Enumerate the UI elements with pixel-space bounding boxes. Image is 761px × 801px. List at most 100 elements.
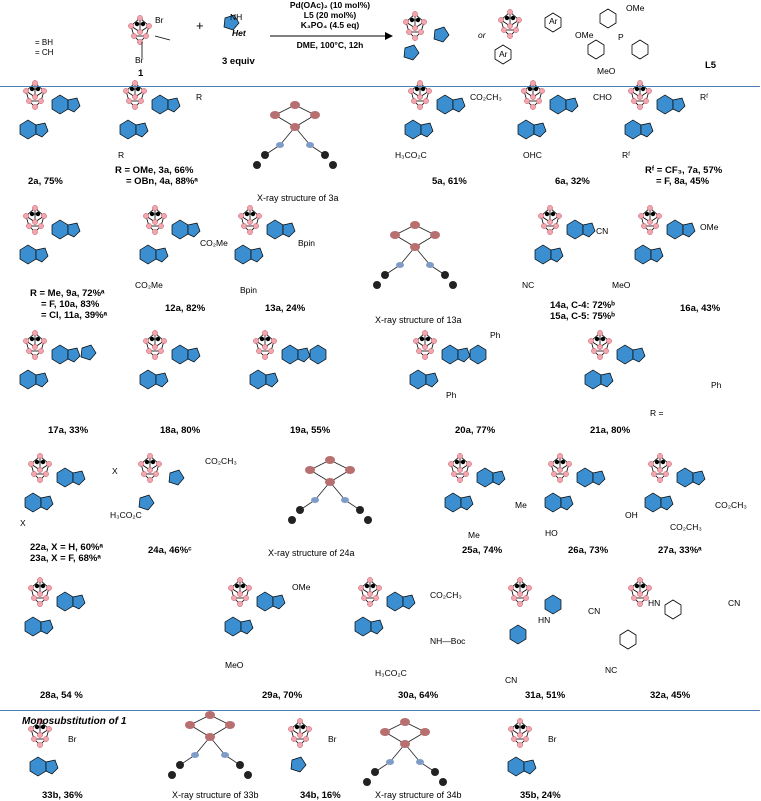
sub-27a: CO₂CH₃ <box>715 500 747 510</box>
xray-34b-caption: X-ray structure of 34b <box>375 790 462 800</box>
ligand-p: P <box>618 32 624 42</box>
compound-26a: 26a, 73% <box>568 545 609 556</box>
sub-16a-2: MeO <box>612 280 631 290</box>
compound-19a: 19a, 55% <box>290 425 331 436</box>
compound-3a: R = OMe, 3a, 66% <box>115 165 194 176</box>
compound-17a: 17a, 33% <box>48 425 89 436</box>
sub-6a: CHO <box>593 92 612 102</box>
sub-25a: Me <box>515 500 527 510</box>
sub-14a-2: NC <box>522 280 535 290</box>
compound-11a: = Cl, 11a, 39%ᵃ <box>41 310 108 321</box>
compound-5a: 5a, 61% <box>432 176 467 187</box>
condition-catalyst: Pd(OAc)₂ (10 mol%) <box>289 0 371 10</box>
br-label-2: Br <box>135 55 144 65</box>
sub-21a-r: R = <box>650 408 664 418</box>
sub-29a: OMe <box>292 582 311 592</box>
compound-29a: 29a, 70% <box>262 690 303 701</box>
top-divider <box>0 86 760 87</box>
condition-base: K₃PO₄ (4.5 eq) <box>300 20 360 30</box>
compound-32a: 32a, 45% <box>650 690 691 701</box>
sub-5a: CO₂CH₃ <box>470 92 502 102</box>
compound-34b: 34b, 16% <box>300 790 341 801</box>
ar-label-2: Ar <box>499 49 508 59</box>
sub-22a: X <box>112 466 118 476</box>
sub-3a: R <box>196 92 203 102</box>
compound-4a: = OBn, 4a, 88%ᵃ <box>126 176 198 187</box>
product-cage-icon <box>402 10 428 42</box>
sub-20a-2: Ph <box>490 330 501 340</box>
sub-22a-2: X <box>20 518 26 528</box>
sub-12a-2: CO₂Me <box>135 280 163 290</box>
sub-3a-2: R <box>118 150 125 160</box>
section-title: Monosubstitution of 1 <box>22 716 127 727</box>
nh-label: NH <box>230 12 243 22</box>
sub-14a: CN <box>596 226 609 236</box>
compound-13a: 13a, 24% <box>265 303 306 314</box>
condition-solvent: DME, 100°C, 12h <box>296 40 364 50</box>
ligand-ome-2: OMe <box>575 30 594 40</box>
legend-ch: = CH <box>35 48 54 57</box>
sub-31a-2: CN <box>505 675 518 685</box>
compound-35b: 35b, 24% <box>520 790 561 801</box>
compound-15a: 15a, C-5: 75%ᵇ <box>550 311 615 322</box>
svg-text:+: + <box>196 18 204 33</box>
sub-16a: OMe <box>700 222 719 232</box>
ligand-ome: OMe <box>626 3 645 13</box>
sub-34b-br: Br <box>328 734 337 744</box>
compound-18a: 18a, 80% <box>160 425 201 436</box>
compound-9a: R = Me, 9a, 72%ᵃ <box>30 288 105 299</box>
compound-28a: 28a, 54 % <box>40 690 83 701</box>
ligand-meo: MeO <box>597 66 616 76</box>
sub-7a-2: Rᶠ <box>622 150 631 160</box>
compound-23a: 23a, X = F, 68%ᵃ <box>30 553 101 564</box>
compound-16a: 16a, 43% <box>680 303 721 314</box>
compound-21a: 21a, 80% <box>590 425 631 436</box>
reagent-1-label: 1 <box>138 68 144 79</box>
compound-6a: 6a, 32% <box>555 176 590 187</box>
sub-30a: CO₂CH₃ <box>430 590 462 600</box>
sub-13a: Bpin <box>298 238 316 248</box>
compound-27a: 27a, 33%ᵃ <box>658 545 702 556</box>
condition-ligand: L5 (20 mol%) <box>303 10 357 20</box>
sub-20a: Ph <box>446 390 457 400</box>
sub-24a: CO₂CH₃ <box>205 456 237 466</box>
compound-22a: 22a, X = H, 60%ᵃ <box>30 542 104 553</box>
sub-12a: CO₂Me <box>200 238 228 248</box>
sub-32a: CN <box>728 598 741 608</box>
sub-33b-br: Br <box>68 734 77 744</box>
compound-25a: 25a, 74% <box>462 545 503 556</box>
het-equiv-label: 3 equiv <box>222 56 255 67</box>
compound-20a: 20a, 77% <box>455 425 496 436</box>
sub-26a-2: HO <box>545 528 558 538</box>
sub-31a: CN <box>588 606 601 616</box>
compound-8a: = F, 8a, 45% <box>656 176 710 187</box>
br-label-1: Br <box>155 15 164 25</box>
sub-7a: Rᶠ <box>700 92 709 102</box>
het-label: Het <box>232 28 246 38</box>
xray-33b-caption: X-ray structure of 33b <box>172 790 259 800</box>
compound-30a: 30a, 64% <box>398 690 439 701</box>
ar-label-1: Ar <box>549 16 558 26</box>
reagent-1-cage-icon <box>127 14 153 46</box>
bottom-divider <box>0 710 760 711</box>
sub-5a-2: H₃CO₂C <box>395 150 427 160</box>
sub-13a-2: Bpin <box>240 285 258 295</box>
compound-31a: 31a, 51% <box>525 690 566 701</box>
xray-3a-caption: X-ray structure of 3a <box>257 193 339 203</box>
sub-35b-br: Br <box>548 734 557 744</box>
ligand-label: L5 <box>705 60 717 71</box>
compound-24a: 24a, 46%ᶜ <box>148 545 192 556</box>
sub-32a-hn: HN <box>648 598 661 608</box>
sub-25a-2: Me <box>468 530 480 540</box>
sub-27a-2: CO₂CH₃ <box>670 522 702 532</box>
sub-30a-h3co2c: H₃CO₂C <box>375 668 407 678</box>
xray-13a-caption: X-ray structure of 13a <box>375 315 462 325</box>
xray-24a-caption: X-ray structure of 24a <box>268 548 355 558</box>
sub-26a: OH <box>625 510 638 520</box>
compound-2a: 2a, 75% <box>28 176 63 187</box>
legend-bh: = BH <box>35 38 54 47</box>
compound-12a: 12a, 82% <box>165 303 206 314</box>
sub-21a-ph: Ph <box>711 380 722 390</box>
sub-31a-hn: HN <box>538 615 551 625</box>
